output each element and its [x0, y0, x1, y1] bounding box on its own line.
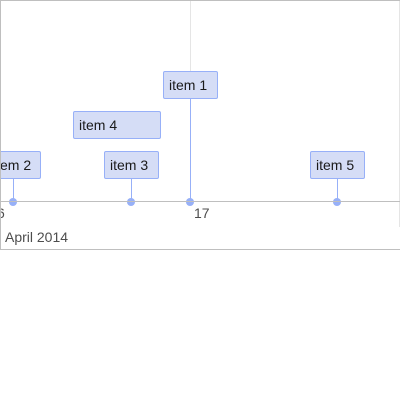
item-1-dot[interactable] — [186, 198, 194, 206]
time-axis-line — [1, 201, 400, 202]
item-label: item 2 — [0, 157, 32, 173]
major-tick-label: April 2014 — [5, 229, 69, 245]
item-5-dot[interactable] — [333, 198, 341, 206]
item-label: item 1 — [169, 77, 208, 93]
timeline-item-4[interactable]: item 4 — [73, 111, 161, 139]
item-2-connector — [13, 179, 14, 201]
timeline-item-3[interactable]: item 3 — [104, 151, 159, 179]
item-1-connector — [190, 99, 191, 201]
timeline-item-5[interactable]: item 5 — [310, 151, 365, 179]
item-3-connector — [131, 179, 132, 201]
item-label: item 4 — [79, 117, 118, 133]
timeline-center-panel[interactable]: item 2 item 4 item 3 item 1 item 5 — [0, 1, 400, 227]
item-label: item 5 — [316, 157, 355, 173]
item-5-connector — [337, 179, 338, 201]
timeline[interactable]: item 2 item 4 item 3 item 1 item 5 6 17 … — [0, 0, 400, 250]
timeline-item-1[interactable]: item 1 — [163, 71, 218, 99]
minor-tick-label-17: 17 — [194, 205, 210, 221]
item-label: item 3 — [110, 157, 149, 173]
timeline-item-2[interactable]: item 2 — [0, 151, 41, 179]
item-3-dot[interactable] — [127, 198, 135, 206]
minor-tick-label-6: 6 — [1, 205, 5, 221]
item-2-dot[interactable] — [9, 198, 17, 206]
